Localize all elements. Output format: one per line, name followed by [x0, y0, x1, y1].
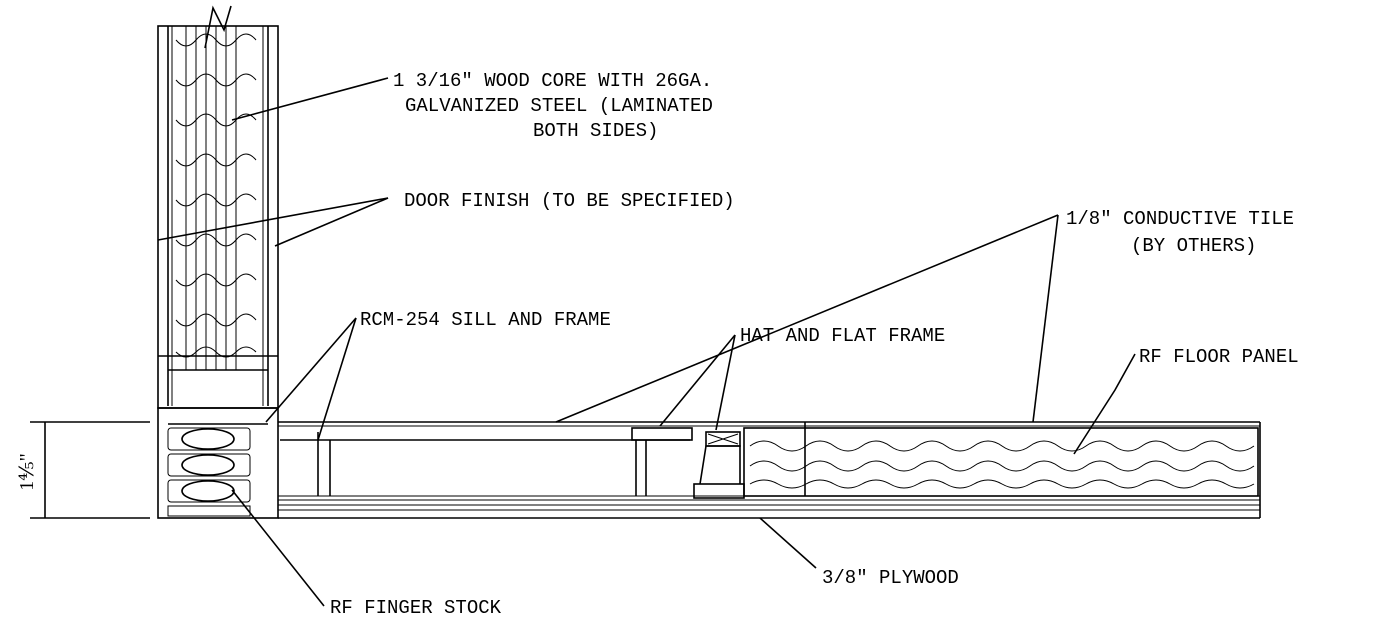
rf-floor-panel-label: RF FLOOR PANEL	[1139, 346, 1299, 368]
hat-channel	[280, 427, 693, 496]
wood-core-label-line2: GALVANIZED STEEL (LAMINATED	[405, 95, 713, 117]
rf-floor-panel	[743, 422, 1259, 497]
wood-core-label-line1: 1 3/16" WOOD CORE WITH 26GA.	[393, 70, 712, 92]
sill-frame-label: RCM-254 SILL AND FRAME	[360, 309, 611, 331]
conductive-tile-label-line1: 1/8" CONDUCTIVE TILE	[1066, 208, 1294, 230]
leader-lines	[157, 77, 1136, 607]
rf-finger-stock	[167, 427, 251, 517]
door-section	[157, 5, 279, 409]
height-dimension: 1⅘"	[16, 421, 150, 519]
wood-core-grain	[175, 26, 257, 370]
finger-stock-label: RF FINGER STOCK	[330, 597, 502, 619]
callout-labels: 1 3/16" WOOD CORE WITH 26GA. GALVANIZED …	[330, 70, 1299, 619]
sill-frame	[157, 407, 279, 519]
door-finish-label: DOOR FINISH (TO BE SPECIFIED)	[404, 190, 735, 212]
break-line	[204, 5, 232, 49]
sill-and-floor	[157, 407, 1261, 519]
plywood-label: 3/8" PLYWOOD	[822, 567, 959, 589]
door-outline	[157, 25, 279, 409]
flat-frame	[693, 431, 745, 499]
conductive-tile-label-line2: (BY OTHERS)	[1131, 235, 1256, 257]
wood-core-label-line3: BOTH SIDES)	[533, 120, 658, 142]
dimension-value: 1⅘"	[16, 453, 38, 491]
hat-flat-frame-label: HAT AND FLAT FRAME	[740, 325, 945, 347]
